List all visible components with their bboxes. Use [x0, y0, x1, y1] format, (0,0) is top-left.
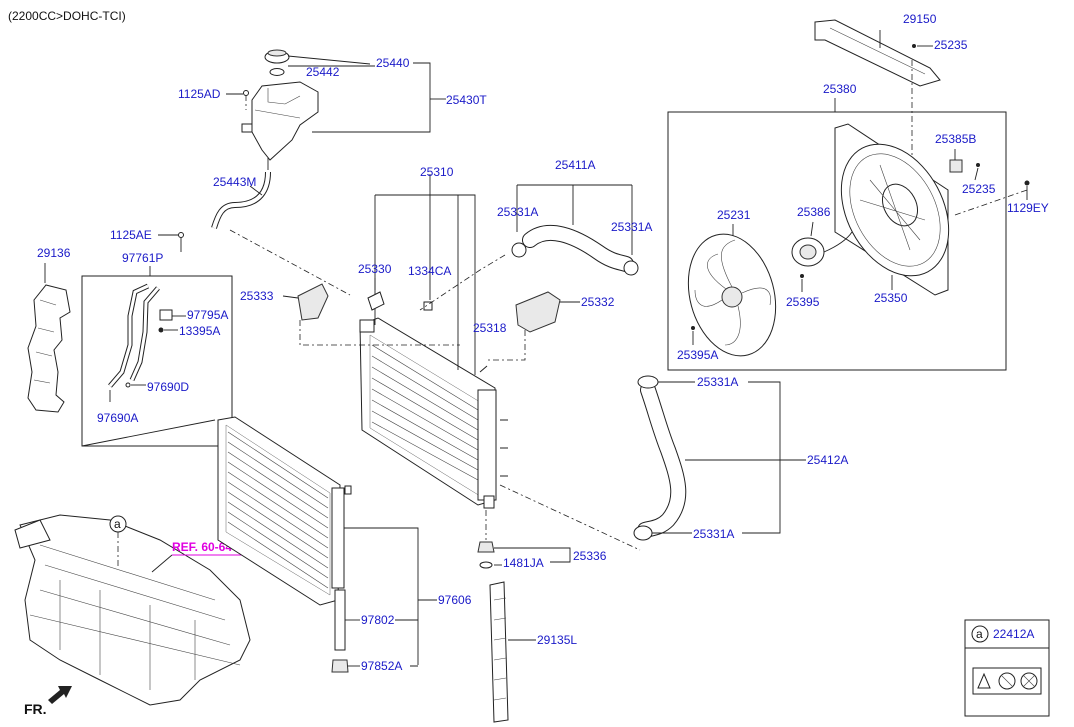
reservoir-hose — [211, 171, 271, 229]
label-97802: 97802 — [361, 613, 395, 627]
label-25412A: 25412A — [807, 453, 848, 467]
label-25310: 25310 — [420, 165, 454, 179]
label-25332: 25332 — [581, 295, 615, 309]
front-arrow-icon — [48, 686, 72, 704]
label-25336: 25336 — [573, 549, 607, 563]
ac-line-detail-box — [81, 275, 233, 447]
reference-label[interactable]: REF. 60-640 — [172, 540, 239, 554]
label-25443M: 25443M — [213, 175, 256, 189]
label-1125AD: 1125AD — [178, 87, 221, 101]
label-25380: 25380 — [823, 82, 857, 96]
warning-icon — [977, 672, 991, 689]
upper-hose — [511, 224, 639, 276]
callout-a-letter: a — [114, 517, 121, 531]
oring-97690D — [125, 382, 131, 388]
mount-bracket-25333 — [297, 283, 329, 321]
fan-assembly-box — [667, 111, 1007, 371]
label-29136: 29136 — [37, 246, 71, 260]
resistor-25385B — [949, 159, 963, 173]
label-25235-mid: 25235 — [962, 182, 996, 196]
label-25385B: 25385B — [935, 132, 976, 146]
reservoir-cap — [264, 49, 290, 76]
label-25331A-upper-right: 25331A — [611, 220, 652, 234]
label-13395A: 13395A — [179, 324, 220, 338]
screw-25395 — [800, 274, 804, 278]
cap-25330 — [367, 291, 385, 311]
label-25411A: 25411A — [555, 158, 595, 172]
screw-25395A — [691, 326, 695, 330]
label-25395A: 25395A — [677, 348, 718, 362]
shroud-25332 — [515, 291, 561, 333]
label-25395: 25395 — [786, 295, 820, 309]
label-1125AE: 1125AE — [110, 228, 152, 242]
label-1129EY: 1129EY — [1007, 201, 1049, 215]
label-25430T: 25430T — [446, 93, 487, 107]
label-25442: 25442 — [306, 65, 340, 79]
legend-part-number: 22412A — [993, 627, 1034, 641]
bolt-1129EY — [1024, 180, 1030, 186]
label-97690D: 97690D — [147, 380, 189, 394]
label-25330: 25330 — [358, 262, 392, 276]
drier-cap-97852A — [331, 659, 349, 673]
drier-97802 — [334, 589, 346, 651]
bolt-1125AD — [243, 90, 249, 96]
condenser — [217, 416, 352, 606]
label-25386: 25386 — [797, 205, 831, 219]
clip-1334CA — [423, 301, 433, 311]
label-1334CA: 1334CA — [408, 264, 451, 278]
air-guard-29136 — [27, 284, 71, 413]
label-97852A: 97852A — [361, 659, 402, 673]
label-25333: 25333 — [240, 289, 274, 303]
label-25350: 25350 — [874, 291, 908, 305]
label-25318: 25318 — [473, 321, 507, 335]
upper-bracket-29150 — [814, 19, 941, 87]
bolt-25235-mid — [976, 163, 980, 167]
legend-letter: a — [976, 627, 983, 641]
label-97690A: 97690A — [97, 411, 138, 425]
bolt-13395A — [158, 327, 164, 333]
label-97761P: 97761P — [122, 251, 163, 265]
bolt-25235-top — [912, 44, 916, 48]
label-25235-top: 25235 — [934, 38, 968, 52]
label-25331A-lower-top: 25331A — [697, 375, 738, 389]
label-25440: 25440 — [376, 56, 410, 70]
label-29135L: 29135L — [537, 633, 577, 647]
reservoir-tank — [241, 81, 319, 170]
radiator — [359, 317, 508, 509]
label-25331A-upper-left: 25331A — [497, 205, 538, 219]
label-97606: 97606 — [438, 593, 472, 607]
lower-hose — [633, 375, 687, 541]
legend-box: a 22412A — [964, 619, 1050, 717]
fan-motor-25386 — [791, 231, 853, 267]
front-orientation-label: FR. — [24, 701, 47, 717]
fan-blade-25231 — [687, 233, 777, 357]
label-97795A: 97795A — [187, 308, 228, 322]
side-guard-29135L — [489, 581, 509, 723]
label-25331A-lower-bottom: 25331A — [693, 527, 734, 541]
label-1481JA: 1481JA — [503, 556, 544, 570]
engine-spec-header: (2200CC>DOHC-TCI) — [8, 9, 126, 23]
fan-shroud-25350 — [834, 123, 950, 296]
label-29150: 29150 — [903, 12, 937, 26]
front-end-carrier — [14, 514, 251, 706]
label-25231: 25231 — [717, 208, 751, 222]
drain-plug-25336 — [477, 541, 495, 569]
bolt-1125AE — [178, 232, 184, 238]
ac-pipe — [108, 283, 173, 388]
